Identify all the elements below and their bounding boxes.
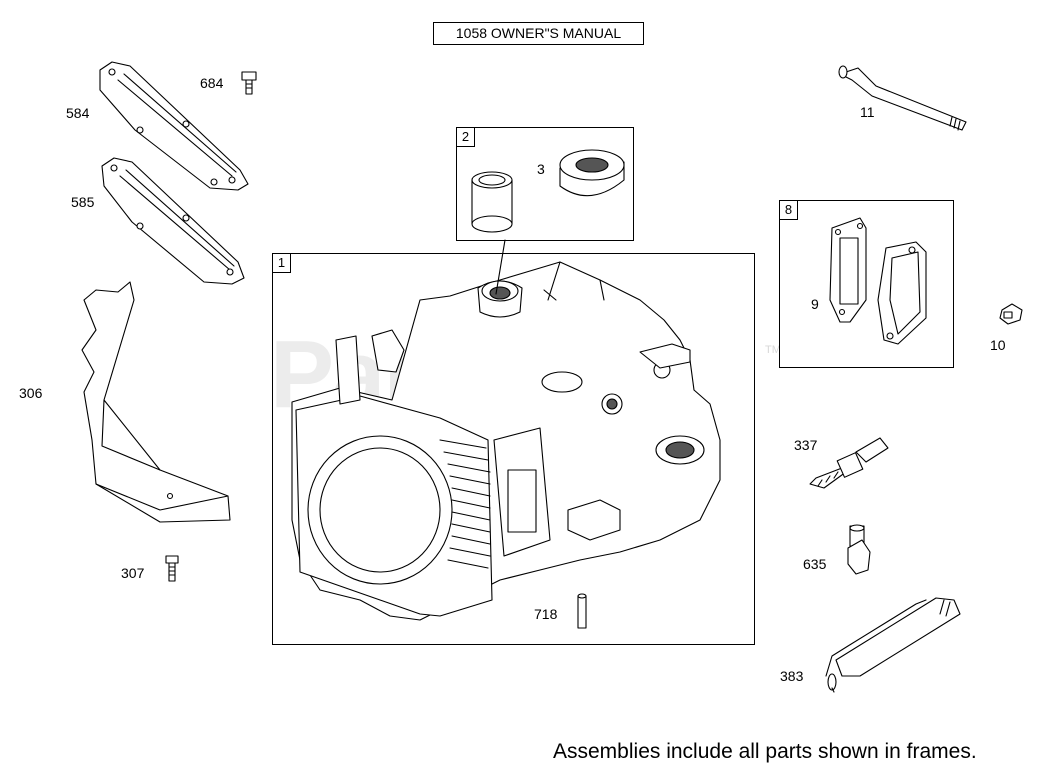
part-label-306[interactable]: 306	[19, 385, 43, 401]
part-label-684[interactable]: 684	[200, 75, 224, 91]
frame-1: 1	[272, 253, 755, 645]
elbow-fitting-635-drawing	[847, 524, 871, 575]
gasket-9-drawing	[829, 217, 867, 323]
dipstick-383-drawing	[825, 597, 961, 693]
frame-2: 2	[456, 127, 634, 241]
part-label-307[interactable]: 307	[121, 565, 145, 581]
breather-cover-drawing	[877, 241, 927, 345]
seal-3-drawing	[559, 149, 625, 197]
shield-306-drawing	[81, 281, 231, 523]
gasket-585-drawing	[101, 157, 245, 285]
frame-8: 8	[779, 200, 954, 368]
screw-10-drawing	[999, 303, 1023, 325]
part-label-9[interactable]: 9	[811, 296, 819, 312]
footer-note: Assemblies include all parts shown in fr…	[553, 740, 977, 763]
spark-plug-337-drawing	[809, 437, 889, 489]
manual-reference-box: 1058 OWNER"S MANUAL	[433, 22, 644, 45]
frame-number: 2	[457, 128, 475, 147]
part-label-718[interactable]: 718	[534, 606, 558, 622]
dipstick-tube-11-drawing	[838, 65, 967, 131]
dowel-pin-718-drawing	[577, 593, 587, 629]
part-label-10[interactable]: 10	[990, 337, 1006, 353]
part-label-3[interactable]: 3	[537, 161, 545, 177]
bushing-drawing	[471, 171, 513, 233]
frame-number: 1	[273, 254, 291, 273]
cylinder-block-drawing	[291, 239, 721, 621]
part-label-635[interactable]: 635	[803, 556, 827, 572]
watermark-trademark: TM	[765, 344, 781, 356]
part-label-11[interactable]: 11	[860, 104, 875, 120]
part-label-337[interactable]: 337	[794, 437, 818, 453]
frame-number: 8	[780, 201, 798, 220]
gasket-584-drawing	[99, 61, 249, 191]
bolt-684-drawing	[241, 71, 257, 95]
part-label-584[interactable]: 584	[66, 105, 90, 121]
screw-307-drawing	[165, 555, 179, 582]
part-label-585[interactable]: 585	[71, 194, 95, 210]
part-label-383[interactable]: 383	[780, 668, 804, 684]
